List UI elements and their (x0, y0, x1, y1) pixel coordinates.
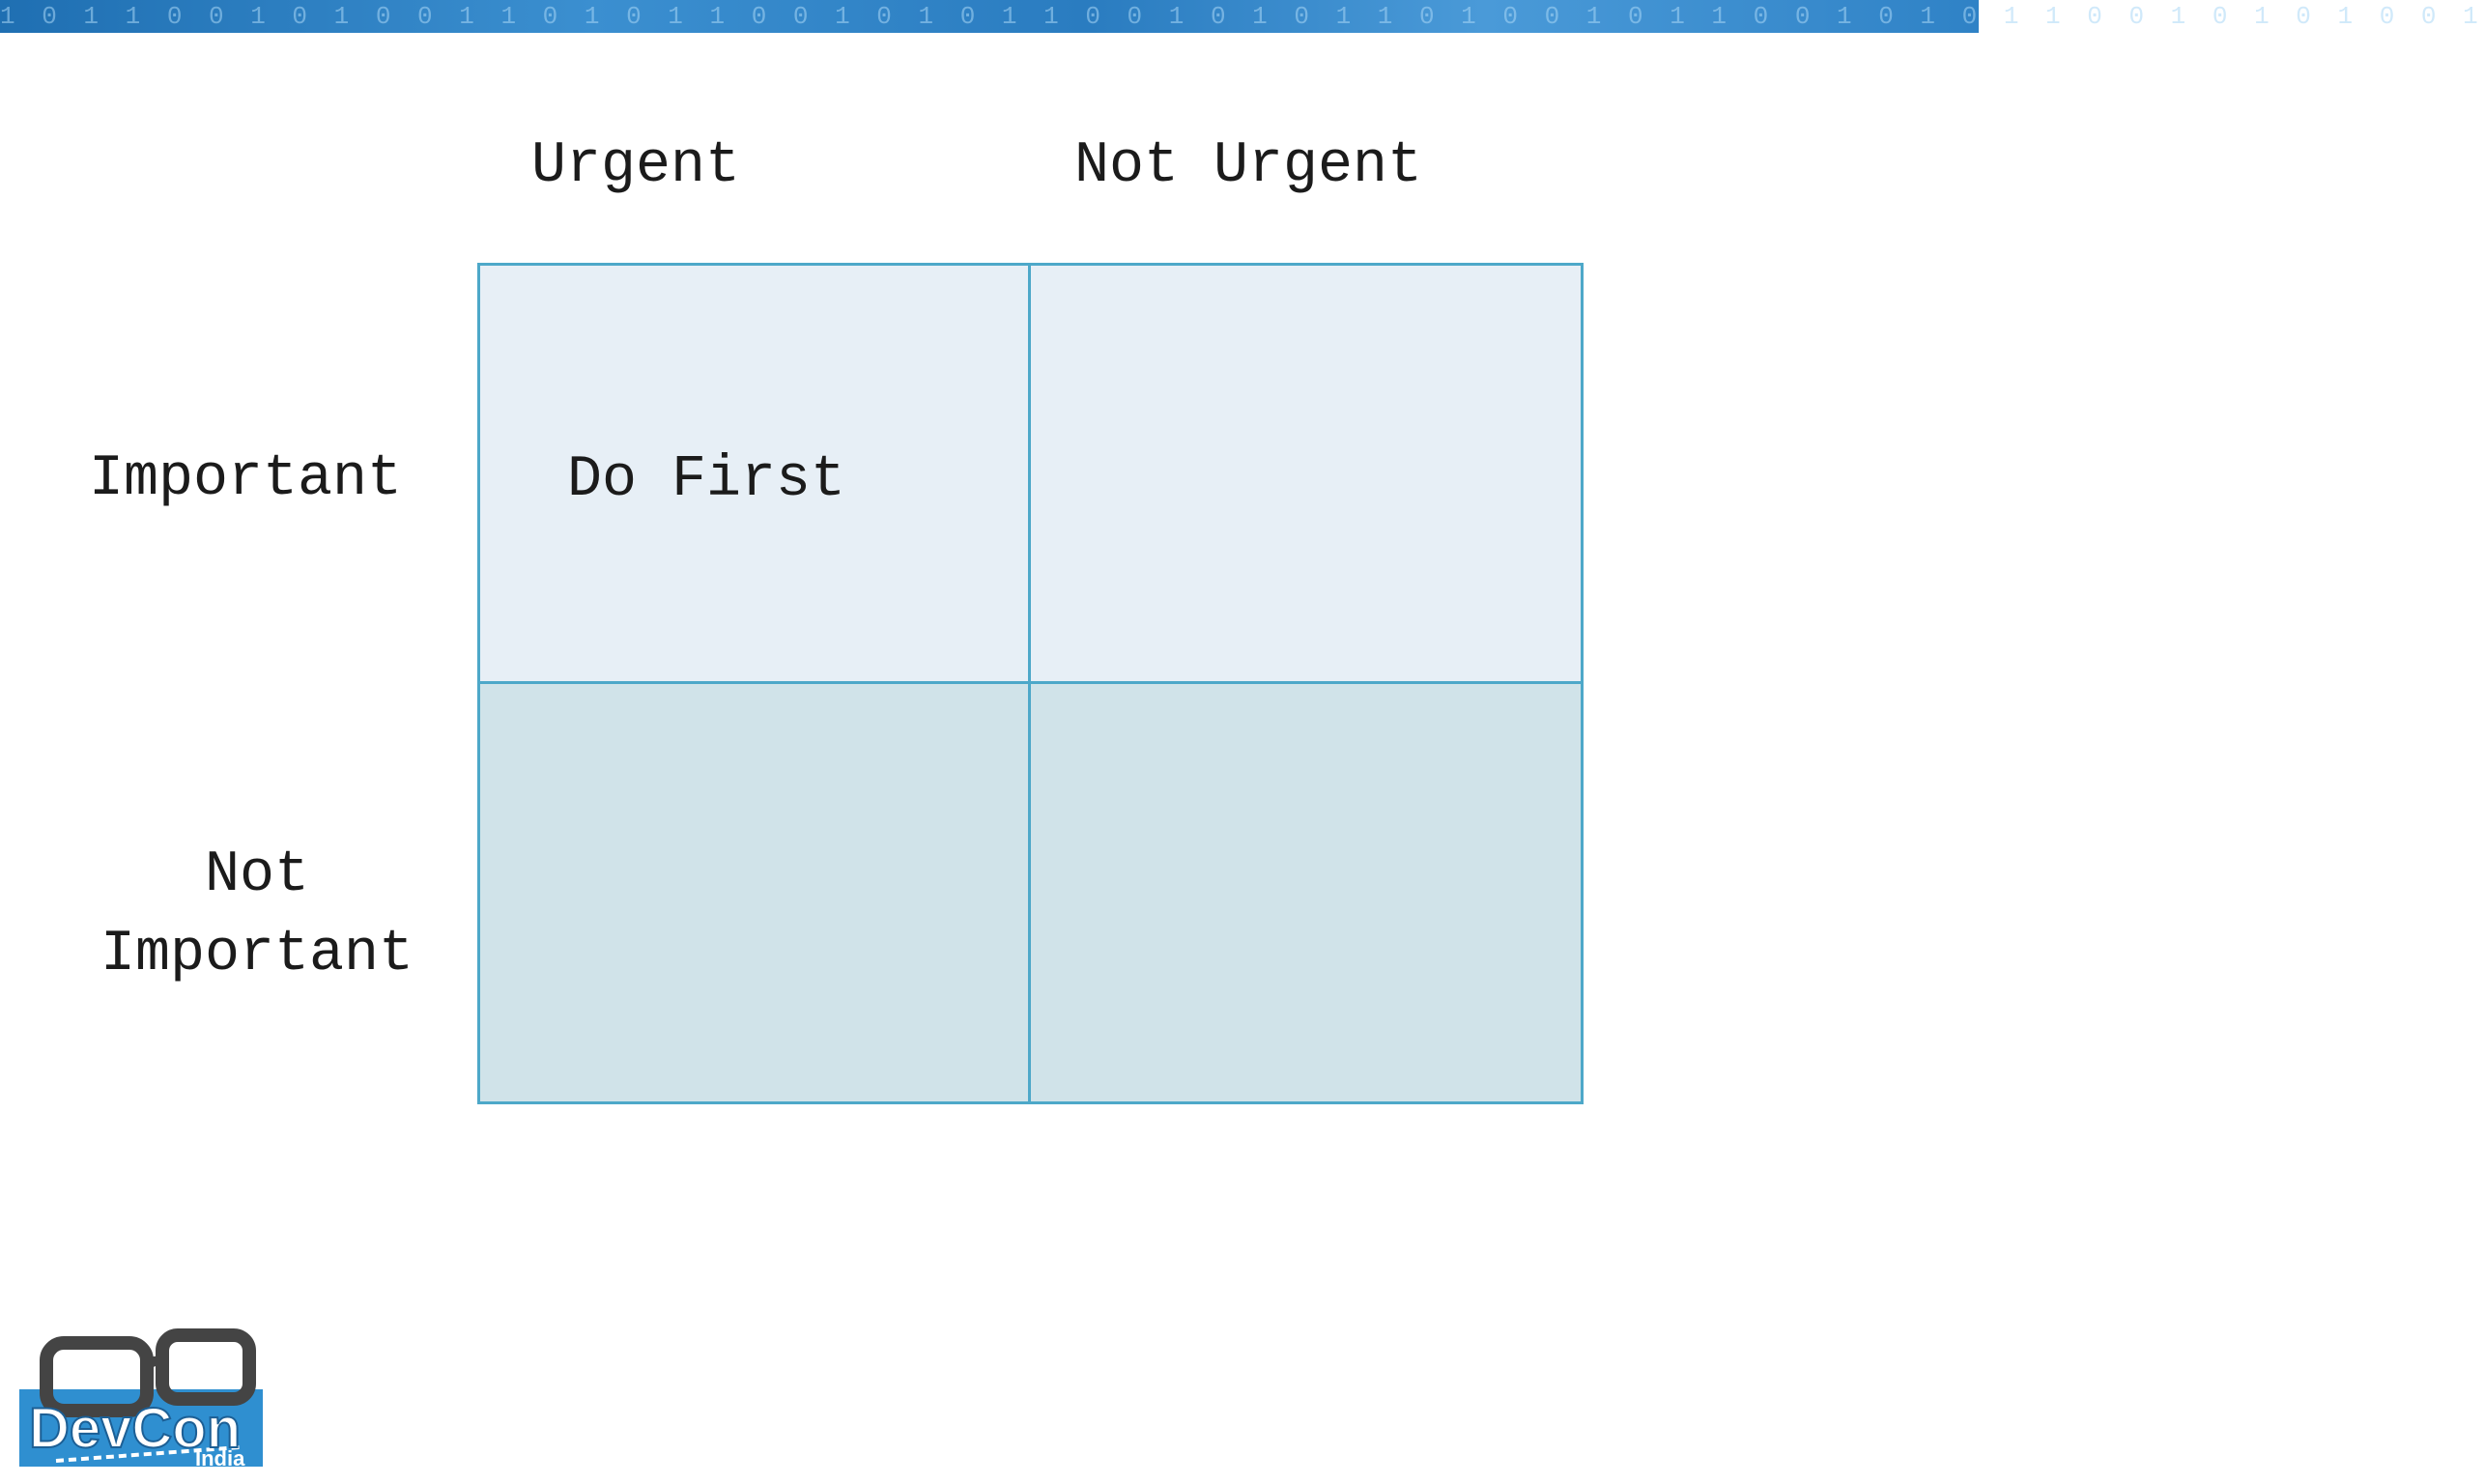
logo-wordmark: DevCon (29, 1397, 241, 1460)
top-banner: 1 0 1 1 0 0 1 0 1 0 0 1 1 0 1 0 1 1 0 0 … (0, 0, 2484, 33)
logo-swoosh (55, 1445, 241, 1463)
glasses-right-lens-icon (156, 1328, 256, 1406)
quadrant-urgent-not-important (480, 683, 1031, 1101)
glasses-bridge-icon (143, 1356, 165, 1370)
column-header-not-urgent: Not Urgent (1074, 133, 1423, 199)
quadrant-urgent-important: Do First (480, 266, 1031, 684)
quadrant-not-urgent-important (1030, 266, 1581, 684)
quadrant-not-urgent-not-important (1030, 683, 1581, 1101)
priority-matrix: Do First (477, 263, 1584, 1104)
row-header-important: Important (89, 446, 403, 512)
banner-binary-pattern: 1 0 1 1 0 0 1 0 1 0 0 1 1 0 1 0 1 1 0 0 … (0, 2, 2484, 31)
devcon-logo-graphic: DevCon India (19, 1328, 263, 1470)
logo-subtitle: India (195, 1446, 245, 1470)
row-header-not-important: Not Important (100, 842, 414, 987)
quadrant-label-do-first: Do First (567, 447, 846, 513)
devcon-india-logo: DevCon India (17, 1324, 265, 1470)
glasses-left-lens-icon (40, 1336, 154, 1417)
column-header-urgent: Urgent (531, 133, 741, 199)
